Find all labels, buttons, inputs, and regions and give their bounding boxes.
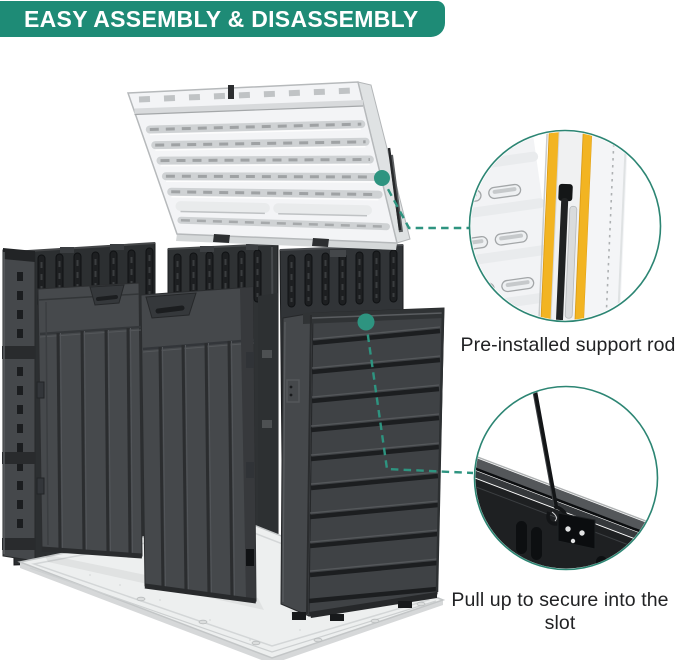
- support-rod-channel: [537, 132, 630, 320]
- connector-line-top: [380, 177, 469, 230]
- door-left: [36, 282, 143, 559]
- assembly-banner: EASY ASSEMBLY & DISASSEMBLY: [0, 1, 445, 37]
- marker-dot-top: [374, 170, 390, 186]
- support-rod: [555, 197, 569, 320]
- side-panel-edge: [258, 293, 278, 545]
- callout-support-rod-closeup: [468, 129, 662, 323]
- caption-support-rod: Pre-installed support rod: [460, 334, 676, 356]
- connector-line-bottom: [364, 321, 474, 475]
- side-panel-folded: [2, 248, 36, 562]
- rod-hook-top: [558, 183, 573, 202]
- banner-label: EASY ASSEMBLY & DISASSEMBLY: [24, 6, 419, 32]
- lid-panel: [126, 81, 411, 250]
- pull-rod: [532, 388, 596, 550]
- marker-dot-bottom: [357, 313, 375, 331]
- callout-slot-closeup: [473, 385, 659, 571]
- door-right: [140, 286, 257, 604]
- louvered-panel: [280, 307, 445, 621]
- caption-slot: Pull up to secure into the slot: [451, 589, 669, 634]
